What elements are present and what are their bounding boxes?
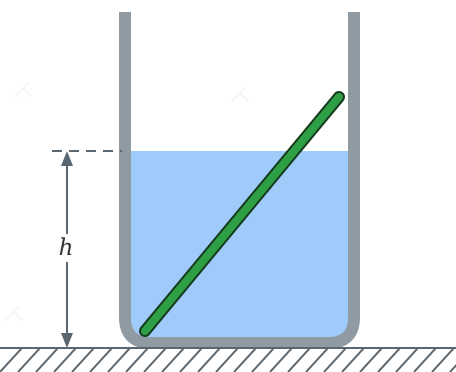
ground-group bbox=[0, 347, 456, 372]
rod bbox=[141, 93, 343, 335]
rod-group bbox=[139, 91, 345, 337]
container-group bbox=[119, 12, 360, 349]
height-arrow-bottom-icon bbox=[61, 333, 73, 348]
ground-hatching bbox=[0, 348, 456, 372]
height-dimension bbox=[61, 151, 73, 348]
container bbox=[119, 12, 360, 349]
height-arrow-top-icon bbox=[61, 151, 73, 166]
height-label: h bbox=[58, 235, 74, 261]
